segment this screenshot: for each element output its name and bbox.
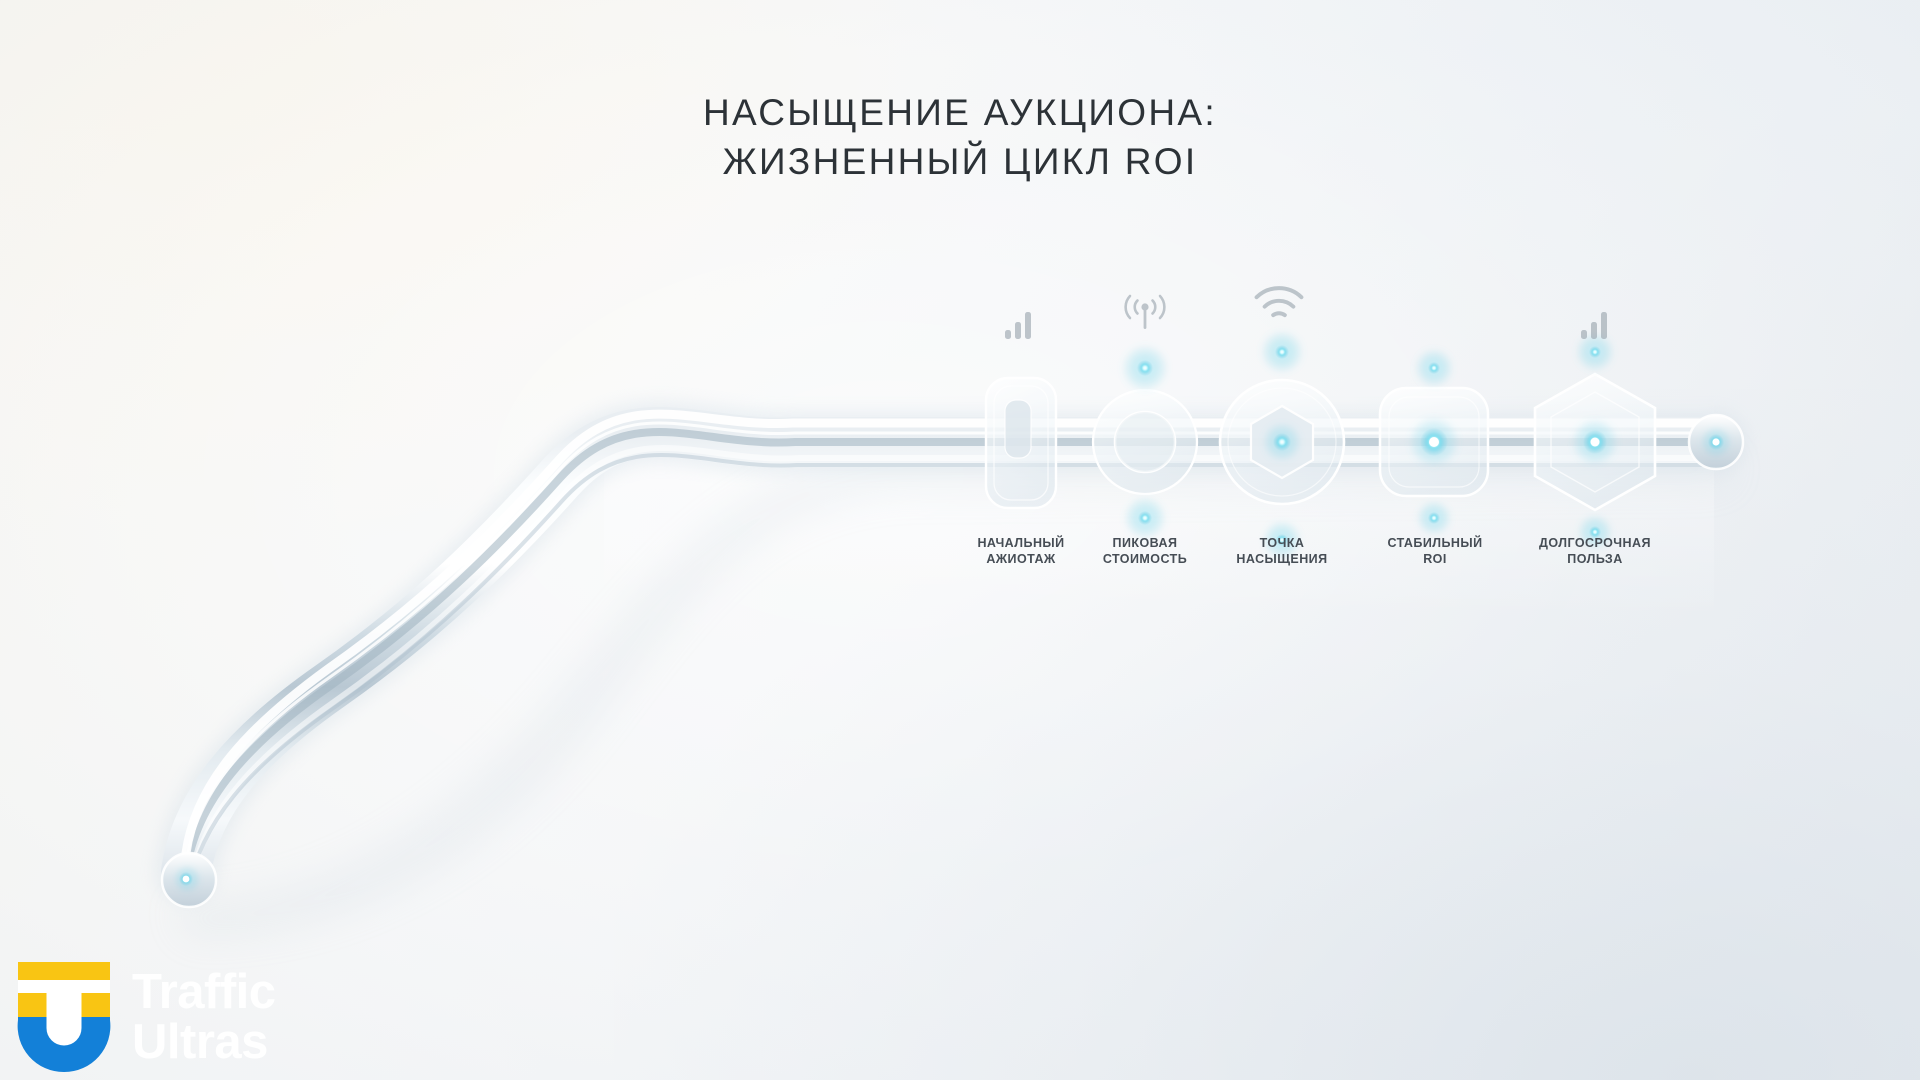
node-saturation-point[interactable]: [1218, 330, 1346, 560]
step-label-stable-roi[interactable]: СТАБИЛЬНЫЙ ROI: [1352, 535, 1518, 567]
step-label-stable-roi-line1: СТАБИЛЬНЫЙ: [1387, 536, 1483, 550]
rail-end-cap: [1687, 413, 1745, 471]
step-label-peak-cost-line1: ПИКОВАЯ: [1112, 536, 1178, 550]
step-label-stable-roi-line2: ROI: [1423, 552, 1447, 566]
signal-bars-icon: [994, 296, 1046, 340]
rail-start-cap: [160, 851, 218, 909]
step-label-long-term-value[interactable]: ДОЛГОСРОЧНАЯ ПОЛЬЗА: [1500, 535, 1690, 567]
brand-name-line1: Traffic: [132, 965, 276, 1019]
step-label-peak-cost-line2: СТОИМОСТЬ: [1102, 552, 1188, 566]
node-peak-cost[interactable]: [1091, 344, 1199, 540]
step-label-initial-hype-line1: НАЧАЛЬНЫЙ: [977, 536, 1065, 550]
step-label-saturation-point-line1: ТОЧКА: [1259, 536, 1305, 550]
wifi-icon: [1253, 276, 1305, 320]
signal-bars-icon-secondary: [1570, 296, 1622, 340]
step-label-saturation-point-line2: НАСЫЩЕНИЯ: [1236, 552, 1328, 566]
step-label-initial-hype[interactable]: НАЧАЛЬНЫЙ АЖИОТАЖ: [940, 535, 1102, 567]
step-label-long-term-value-line1: ДОЛГОСРОЧНАЯ: [1539, 536, 1651, 550]
brand-name-line2: Ultras: [132, 1015, 268, 1069]
node-initial-hype[interactable]: [984, 376, 1058, 510]
step-label-peak-cost[interactable]: ПИКОВАЯ СТОИМОСТЬ: [1064, 535, 1226, 567]
brand-logo[interactable]: Traffic Ultras: [14, 958, 276, 1076]
step-label-long-term-value-line2: ПОЛЬЗА: [1567, 552, 1623, 566]
step-label-initial-hype-line2: АЖИОТАЖ: [986, 552, 1056, 566]
step-label-saturation-point[interactable]: ТОЧКА НАСЫЩЕНИЯ: [1198, 535, 1366, 567]
tu-monogram-icon: [14, 958, 114, 1076]
brand-name: Traffic Ultras: [132, 967, 276, 1067]
node-long-term-value[interactable]: [1533, 332, 1657, 550]
broadcast-antenna-icon: [1119, 288, 1171, 332]
node-stable-roi[interactable]: [1378, 348, 1490, 536]
